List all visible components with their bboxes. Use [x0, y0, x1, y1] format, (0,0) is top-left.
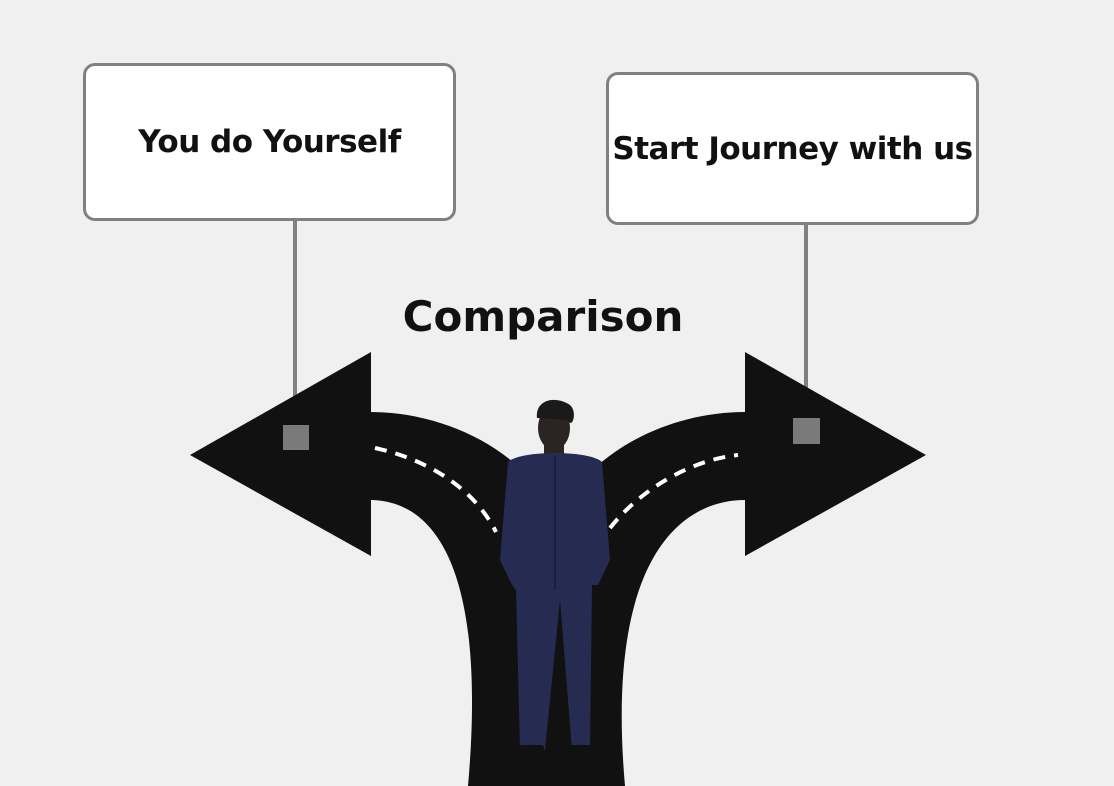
left-sign-base	[283, 425, 309, 450]
sign-right-label: Start Journey with us	[612, 130, 973, 167]
right-sign-base	[793, 418, 820, 444]
sign-you-do-yourself: You do Yourself	[83, 63, 456, 221]
sign-start-journey: Start Journey with us	[606, 72, 979, 225]
right-arrow-head	[745, 352, 926, 556]
right-sign-pole	[804, 224, 808, 424]
left-road-dashes	[374, 446, 498, 533]
businessman-figure	[500, 399, 610, 753]
sign-left-label: You do Yourself	[138, 124, 401, 160]
left-sign-pole	[293, 220, 297, 430]
right-road-dashes	[608, 453, 739, 530]
left-arrow-head	[190, 352, 371, 556]
comparison-title: Comparison	[402, 292, 684, 341]
